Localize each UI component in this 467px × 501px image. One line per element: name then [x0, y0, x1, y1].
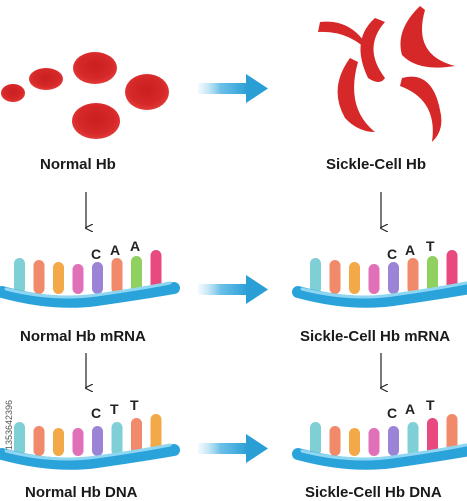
sugar-phosphate-backbone [0, 282, 180, 308]
nucleotide-base [131, 256, 142, 294]
nucleotide-base [53, 428, 64, 456]
nucleotide-base [53, 262, 64, 294]
label-normal-dna: Normal Hb DNA [25, 484, 138, 501]
codon-letter-sickle-dna-3: T [426, 397, 435, 413]
sickle-rbc [400, 6, 455, 68]
nucleotide-base [329, 426, 341, 456]
nucleotide-base [72, 428, 84, 456]
normal-blood-cells [1, 52, 169, 139]
big-arrows [198, 74, 268, 463]
nucleotide-base [329, 260, 341, 294]
nucleotide-base [368, 428, 380, 456]
label-sickle-mrna: Sickle-Cell Hb mRNA [300, 328, 451, 345]
nucleotide-base [349, 428, 360, 456]
nucleotide-base [131, 418, 142, 456]
nucleotide-base [150, 250, 162, 294]
codon-letter-sickle-dna-1: C [387, 405, 398, 421]
nucleotide-base [33, 260, 45, 294]
strand-sickle-dna [292, 414, 467, 470]
nucleotide-base [427, 256, 438, 294]
nucleotide-base [310, 422, 321, 456]
codon-letter-normal-dna-3: T [130, 397, 139, 413]
nucleotide-base [33, 426, 45, 456]
codon-letter-normal-mrna-1: C [91, 246, 102, 262]
codon-letter-normal-dna-2: T [110, 401, 119, 417]
sickle-rbc [400, 76, 442, 142]
nucleotide-base [150, 414, 162, 456]
codon-letter-normal-dna-1: C [91, 405, 102, 421]
side-code: 1353642396 [4, 399, 14, 451]
nucleotide-base [310, 258, 321, 294]
codon-letter-normal-mrna-3: A [130, 238, 141, 254]
nucleotide-base [92, 426, 103, 456]
thin-arrows [86, 192, 381, 388]
nucleotide-base [14, 258, 25, 294]
strand-normal-dna [0, 414, 180, 470]
codon-letter-sickle-mrna-3: T [426, 238, 435, 254]
sickle-rbc [318, 21, 372, 55]
normal-rbc [1, 84, 25, 102]
backbone-highlight [4, 443, 172, 461]
backbone-highlight [300, 443, 467, 461]
nucleotide-base [72, 264, 84, 294]
backbone-highlight [300, 281, 467, 299]
nucleotide-base [349, 262, 360, 294]
sugar-phosphate-backbone [292, 282, 467, 308]
arrow-right-row1 [198, 74, 268, 103]
codon-letter-sickle-mrna-2: A [405, 242, 416, 258]
sugar-phosphate-backbone [292, 444, 467, 470]
label-sickle-dna: Sickle-Cell Hb DNA [305, 484, 442, 501]
sickle-blood-cells [318, 6, 455, 142]
nucleotide-base [388, 262, 399, 294]
strand-normal-mrna [0, 250, 180, 308]
nucleotide-base [388, 426, 399, 456]
nucleic-acid-strands [0, 250, 467, 470]
nucleotide-base [446, 250, 458, 294]
codon-letter-sickle-mrna-1: C [387, 246, 398, 262]
sugar-phosphate-backbone [0, 444, 180, 470]
label-normal-mrna: Normal Hb mRNA [20, 328, 146, 345]
normal-rbc [29, 68, 63, 90]
nucleotide-base [368, 264, 380, 294]
nucleotide-base [407, 258, 419, 294]
nucleotide-base [427, 418, 438, 456]
nucleotide-base [111, 422, 123, 456]
sickle-rbc [337, 58, 375, 132]
arrow-right-row2 [198, 275, 268, 304]
nucleotide-base [446, 414, 458, 456]
sickle-rbc [360, 18, 385, 82]
codon-letter-normal-mrna-2: A [110, 242, 121, 258]
normal-rbc [125, 74, 169, 110]
normal-rbc [73, 52, 117, 84]
nucleotide-base [111, 258, 123, 294]
arrow-right-row3 [198, 434, 268, 463]
strand-sickle-mrna [292, 250, 467, 308]
label-sickle-hb: Sickle-Cell Hb [326, 156, 427, 173]
nucleotide-base [92, 262, 103, 294]
label-normal-hb: Normal Hb [40, 156, 116, 173]
normal-rbc [72, 103, 120, 139]
nucleotide-base [407, 422, 419, 456]
backbone-highlight [4, 281, 172, 299]
nucleotide-base [14, 422, 25, 456]
codon-letter-sickle-dna-2: A [405, 401, 416, 417]
